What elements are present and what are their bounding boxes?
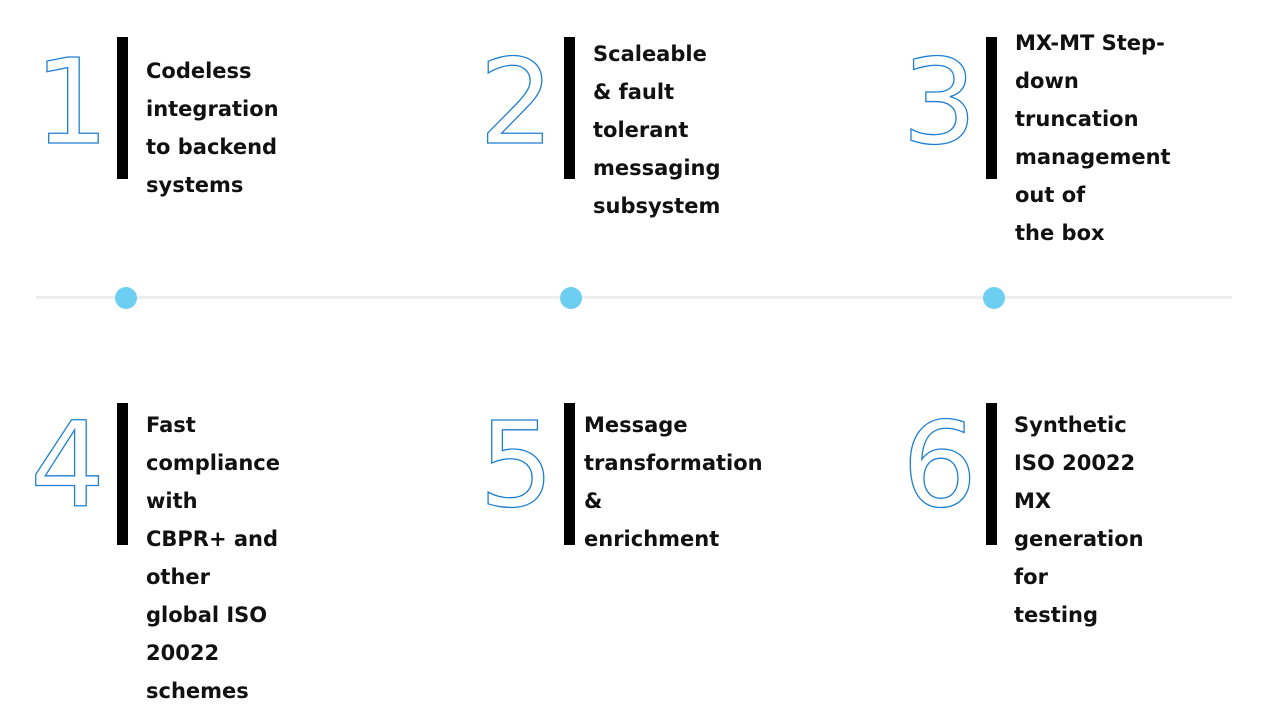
divider-bar (564, 403, 575, 545)
feature-text: Codeless integration to backend systems (146, 59, 279, 197)
timeline-line (36, 296, 1232, 299)
feature-text: MX-MT Step-down truncation management ou… (1015, 31, 1171, 245)
divider-bar (564, 37, 575, 179)
divider-bar (117, 37, 128, 179)
feature-text: Fast compliance with CBPR+ and other glo… (146, 413, 280, 703)
divider-bar (117, 403, 128, 545)
feature-number: 5 (478, 396, 555, 534)
feature-number: 2 (478, 33, 555, 171)
feature-number: 4 (29, 396, 106, 534)
feature-text: Scaleable & fault tolerant messaging sub… (593, 42, 721, 218)
timeline-dot-2 (560, 287, 582, 309)
feature-number: 3 (901, 33, 978, 171)
feature-text: Synthetic ISO 20022 MX generation for te… (1014, 413, 1144, 627)
feature-number: 6 (901, 396, 978, 534)
feature-number: 1 (33, 33, 110, 171)
divider-bar (986, 37, 997, 179)
feature-text: Message transformation & enrichment (584, 413, 763, 551)
divider-bar (986, 403, 997, 545)
timeline-dot-1 (115, 287, 137, 309)
timeline-dot-3 (983, 287, 1005, 309)
